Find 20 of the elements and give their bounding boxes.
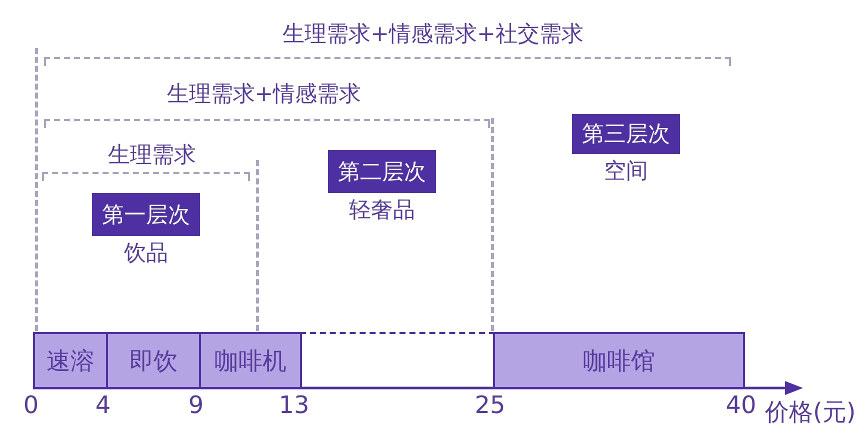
tag-caption: 轻奢品 bbox=[349, 198, 415, 224]
tick-label: 4 bbox=[95, 391, 111, 419]
level-tag: 第三层次 bbox=[572, 114, 680, 154]
bracket-heading: 生理需求 bbox=[108, 143, 196, 169]
price-range-bar: 咖啡机 bbox=[199, 332, 302, 389]
bracket-heading: 生理需求+情感需求 bbox=[166, 82, 362, 108]
price-range-bar: 速溶 bbox=[33, 332, 108, 389]
tick-label: 25 bbox=[474, 391, 506, 419]
tag-caption: 饮品 bbox=[124, 241, 168, 267]
tick-label: 40 bbox=[726, 391, 756, 419]
tag-caption: 空间 bbox=[604, 159, 648, 185]
axis-label: 价格(元) bbox=[765, 398, 856, 426]
tick-label: 13 bbox=[278, 391, 310, 419]
level-tag: 第一层次 bbox=[92, 193, 200, 236]
price-range-bar: 咖啡馆 bbox=[493, 332, 745, 389]
tick-label: 9 bbox=[188, 391, 204, 419]
tick-label: 0 bbox=[23, 391, 39, 419]
level-tag: 第二层次 bbox=[328, 150, 436, 193]
price-range-bar: 即饮 bbox=[106, 332, 201, 389]
bracket-heading: 生理需求+情感需求+社交需求 bbox=[282, 22, 584, 48]
